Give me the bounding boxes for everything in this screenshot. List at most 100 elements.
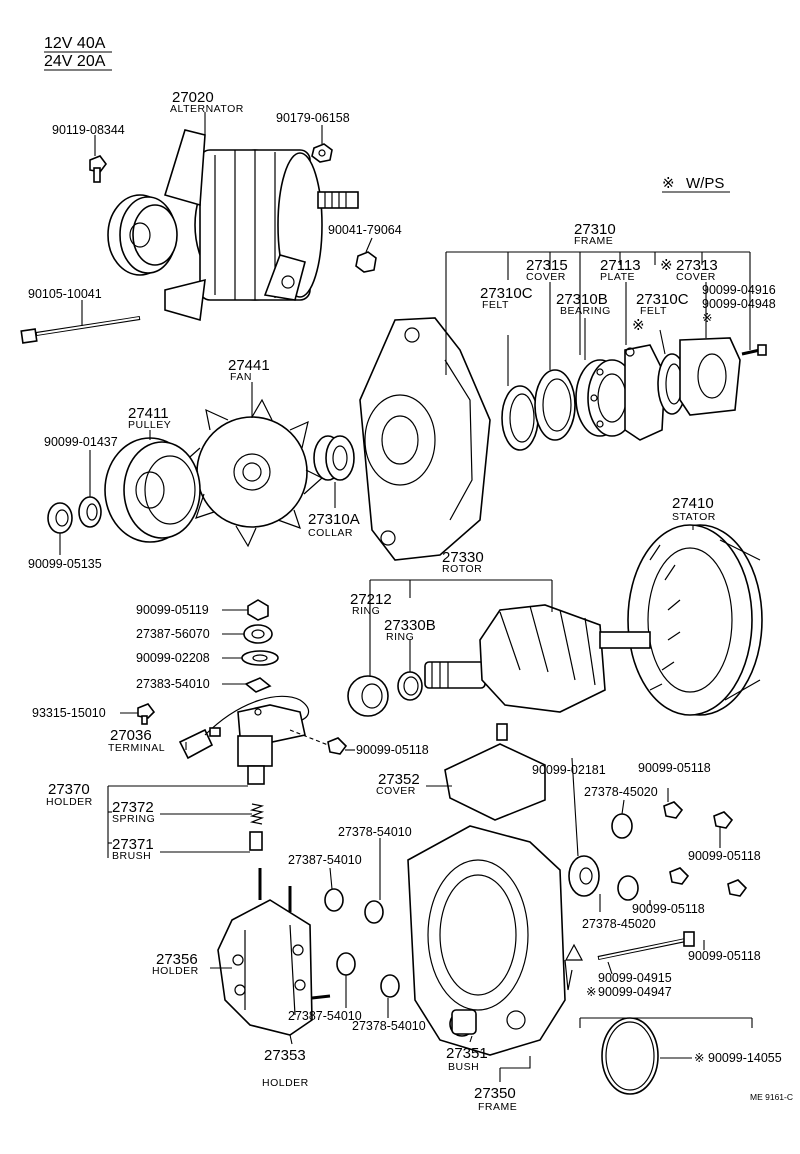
part-number-27330b[interactable]: 27330B [384,617,436,634]
part-labels[interactable]: 27020 ALTERNATOR 90119-08344 90179-06158… [28,89,782,1113]
part-name-stator: STATOR [672,511,716,523]
part-name-collar: COLLAR [308,527,353,539]
part-number-90041-79064[interactable]: 90041-79064 [328,223,402,237]
part-number-90099-05118-a[interactable]: 90099-05118 [356,743,429,757]
part-number-90099-04948[interactable]: 90099-04948 [702,297,776,311]
rating-header: 12V 40A 24V 20A [44,35,112,71]
part-number-27378-45020-a[interactable]: 27378-45020 [584,785,658,799]
part-number-27350[interactable]: 27350 [474,1085,516,1102]
part-number-90099-14055[interactable]: 90099-14055 [708,1051,782,1065]
stator-drawing [627,524,763,716]
screw-93315-15010-drawing [137,703,156,725]
spring-drawing [249,803,265,825]
screw-90099-05118-a-drawing [327,737,348,755]
part-number-27387-54010-a[interactable]: 27387-54010 [288,853,362,867]
wps-text: W/PS [686,175,724,192]
part-number-90119-08344[interactable]: 90119-08344 [52,123,125,137]
part-number-27387-56070[interactable]: 27387-56070 [136,627,210,641]
rating-24v: 24V 20A [44,53,106,70]
part-number-27356[interactable]: 27356 [156,951,198,968]
part-number-27315[interactable]: 27315 [526,257,568,274]
part-number-27212[interactable]: 27212 [350,591,392,608]
part-number-27036[interactable]: 27036 [110,727,152,744]
part-name-pulley: PULLEY [128,419,171,431]
part-number-27410[interactable]: 27410 [672,495,714,512]
rear-frame-drawing [407,825,583,1056]
part-number-27310c-a[interactable]: 27310C [480,285,533,302]
part-name-alternator: ALTERNATOR [170,103,244,115]
part-number-90099-05118-e[interactable]: 90099-05118 [688,949,761,963]
part-number-90099-04947[interactable]: 90099-04947 [598,985,672,999]
wps-note: ※ W/PS [662,175,730,193]
cover-27313-drawing [679,337,741,416]
part-number-90179-06158[interactable]: 90179-06158 [276,111,350,125]
part-number-27383-54010[interactable]: 27383-54010 [136,677,210,691]
mark-90099-04948: ※ [702,311,712,325]
part-name-holder-27353: HOLDER [262,1077,309,1089]
part-number-27113[interactable]: 27113 [600,257,641,274]
diagram-code: ME 9161-C [750,1092,793,1102]
long-bolt-drawing [597,931,695,960]
part-name-ring-27330b: RING [386,631,414,643]
rating-12v: 12V 40A [44,35,106,52]
part-number-27310[interactable]: 27310 [574,221,616,238]
leader-lines [59,112,751,1082]
bolt-90099-04916-drawing [741,344,767,356]
plate-drawing [624,344,666,441]
part-number-27387-54010-b[interactable]: 27387-54010 [288,1009,362,1023]
washer-90099-02181-drawing [568,855,600,897]
part-number-27411[interactable]: 27411 [128,405,169,422]
pulley-drawing [104,437,201,543]
part-number-90099-05135[interactable]: 90099-05135 [28,557,102,571]
part-number-27372[interactable]: 27372 [112,799,154,816]
drive-end-frame-drawing [359,317,491,561]
part-name-terminal: TERMINAL [108,742,165,754]
part-name-felt-a: FELT [482,299,509,311]
mark-90099-14055: ※ [694,1051,704,1065]
part-number-27378-54010-b[interactable]: 27378-54010 [352,1019,426,1033]
part-number-27310b[interactable]: 27310B [556,291,608,308]
part-name-cover-27315: COVER [526,271,566,283]
part-number-27353[interactable]: 27353 [264,1047,306,1064]
ring-27212-drawing [347,675,389,717]
part-number-27310c-b[interactable]: 27310C [636,291,689,308]
part-number-27378-54010-a[interactable]: 27378-54010 [338,825,412,839]
part-number-93315-15010[interactable]: 93315-15010 [32,706,106,720]
part-number-90099-01437[interactable]: 90099-01437 [44,435,118,449]
part-number-27351[interactable]: 27351 [446,1045,488,1062]
part-number-27378-45020-b[interactable]: 27378-45020 [582,917,656,931]
part-number-27313[interactable]: 27313 [676,257,718,274]
brush-holder-drawing [237,704,306,785]
brush-drawing [249,831,263,851]
part-name-cover-27313: COVER [676,271,716,283]
part-number-90099-04915[interactable]: 90099-04915 [598,971,672,985]
part-number-27371[interactable]: 27371 [112,836,154,853]
part-number-27310a[interactable]: 27310A [308,511,360,528]
part-number-90099-04916[interactable]: 90099-04916 [702,283,776,297]
part-number-90099-05118-b[interactable]: 90099-05118 [638,761,711,775]
part-number-90099-05118-d[interactable]: 90099-05118 [632,902,705,916]
part-name-frame: FRAME [574,235,613,247]
part-number-90099-05119[interactable]: 90099-05119 [136,603,209,617]
part-number-27020[interactable]: 27020 [172,89,214,106]
part-number-27370[interactable]: 27370 [48,781,90,798]
part-name-plate: PLATE [600,271,635,283]
part-number-27330[interactable]: 27330 [442,549,484,566]
part-number-27352[interactable]: 27352 [378,771,420,788]
ring-27330b-drawing [397,671,423,701]
part-number-27441[interactable]: 27441 [228,357,270,374]
mark-27313: ※ [660,257,673,274]
mark-27310c-b: ※ [632,317,645,334]
part-name-holder-27356: HOLDER [152,965,199,977]
bolt-90119-08344-drawing [89,155,107,183]
part-number-90099-02181[interactable]: 90099-02181 [532,763,606,777]
part-name-spring: SPRING [112,813,155,825]
bush-27387-56070-drawing [243,624,273,644]
bush-27351-drawing [449,1009,477,1037]
part-number-90105-10041[interactable]: 90105-10041 [28,287,102,301]
part-number-90099-05118-c[interactable]: 90099-05118 [688,849,761,863]
part-number-90099-02208[interactable]: 90099-02208 [136,651,210,665]
collar-drawing [313,435,355,481]
felt-27310c-drawing [501,385,539,451]
